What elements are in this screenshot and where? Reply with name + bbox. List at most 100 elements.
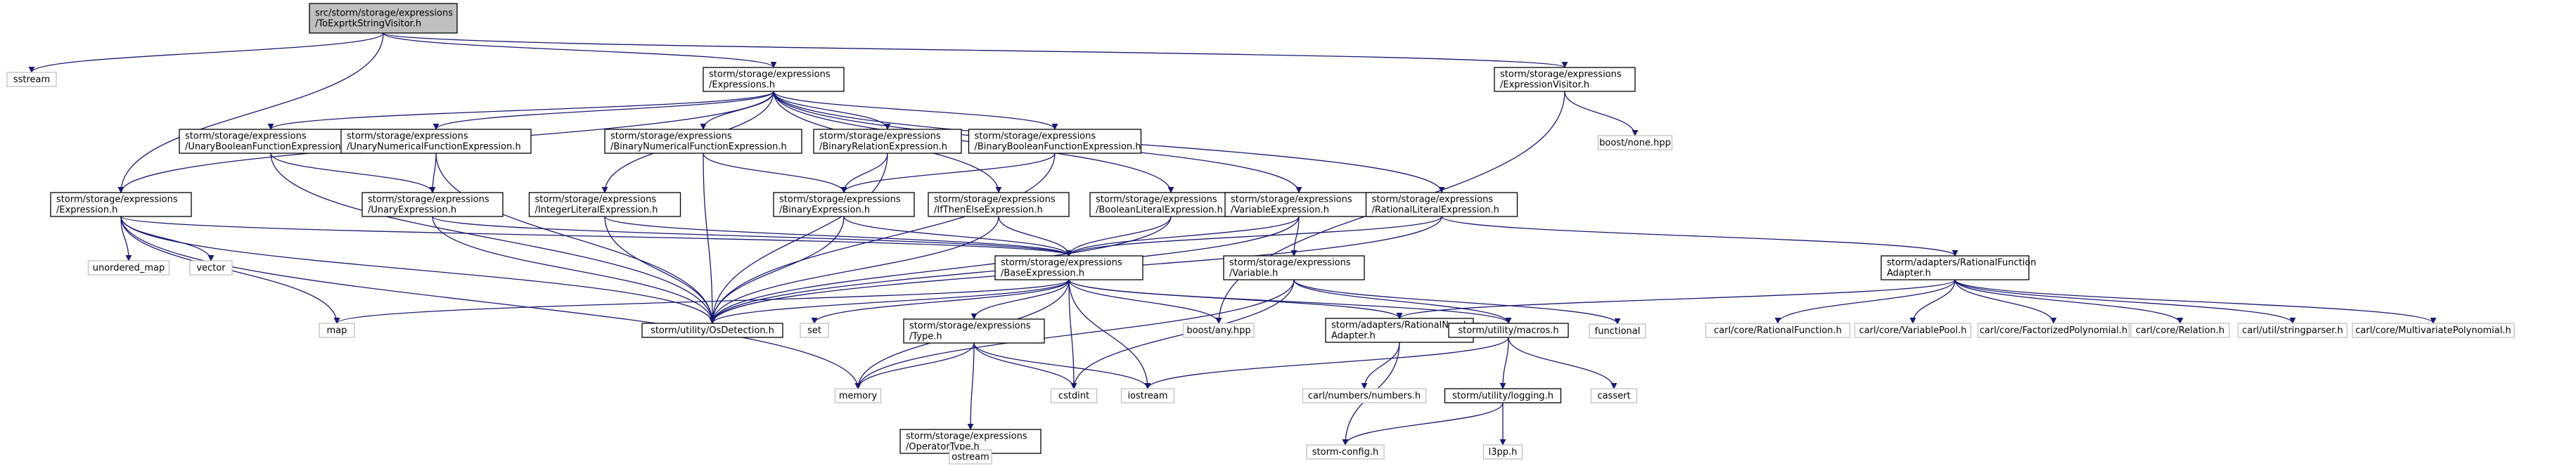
node-label: /ExpressionVisitor.h <box>1500 80 1589 91</box>
node-label: storm/adapters/RationalFunction <box>1887 258 2037 268</box>
node-label: memory <box>839 391 878 401</box>
node-label: set <box>807 325 821 336</box>
node-type[interactable]: storm/storage/expressions/Type.h <box>903 318 1045 344</box>
node-expressions[interactable]: storm/storage/expressions/Expressions.h <box>703 67 845 92</box>
node-box <box>800 323 829 338</box>
node-label: l3pp.h <box>1489 447 1518 458</box>
node-map: map <box>319 323 355 338</box>
node-l3pp: l3pp.h <box>1482 444 1523 460</box>
edge-unarynum-to-osdetection <box>435 153 716 324</box>
node-label: storm/storage/expressions <box>934 195 1056 205</box>
node-label: storm/storage/expressions <box>975 131 1096 142</box>
node-box <box>1223 255 1365 280</box>
edge-baseexpr-to-iostream <box>1068 279 1151 389</box>
nodes-layer: src/storm/storage/expressions/ToExprtkSt… <box>6 3 2515 465</box>
node-unarybool[interactable]: storm/storage/expressions/UnaryBooleanFu… <box>179 129 363 154</box>
edge-type-to-memory <box>854 342 975 389</box>
node-root[interactable]: src/storm/storage/expressions/ToExprtkSt… <box>309 3 458 34</box>
edge-ratlit-to-ratfuncadapter <box>1441 216 1959 257</box>
node-box <box>1050 388 1098 403</box>
node-box <box>87 260 170 276</box>
node-box <box>1302 388 1427 403</box>
node-box <box>1589 323 1646 339</box>
node-carlvarpool: carl/core/VariablePool.h <box>1854 323 1972 338</box>
edge-macros-to-cassert <box>1508 337 1617 389</box>
node-variable[interactable]: storm/storage/expressions/Variable.h <box>1223 255 1365 280</box>
node-label: /Expression.h <box>56 205 117 216</box>
edge-ratfuncadapter-to-ratnumadapter <box>1396 279 1956 319</box>
edge-expression-to-osdetection <box>120 216 716 324</box>
node-box <box>1854 323 1972 338</box>
node-label: storm/storage/expressions <box>185 131 307 142</box>
edge-binbool-to-binexpr <box>840 153 1056 193</box>
node-label: carl/util/stringparser.h <box>2242 325 2343 336</box>
node-box <box>1590 388 1638 403</box>
edge-expressions-to-unarynum <box>432 91 774 130</box>
node-box <box>994 255 1143 280</box>
node-osdetection[interactable]: storm/utility/OsDetection.h <box>641 323 783 338</box>
node-exprvisitor[interactable]: storm/storage/expressions/ExpressionVisi… <box>1494 67 1636 92</box>
node-label: storm/storage/expressions <box>1096 195 1217 205</box>
edge-baseexpr-to-set <box>811 279 1070 324</box>
node-carlfactpoly: carl/core/FactorizedPolynomial.h <box>1977 323 2130 338</box>
node-box <box>361 192 504 217</box>
node-box <box>1597 135 1673 150</box>
node-stormconfig: storm-config.h <box>1306 444 1385 460</box>
edge-macros-to-logging <box>1499 337 1509 389</box>
node-functional: functional <box>1589 323 1646 339</box>
edge-root-to-expressions <box>383 32 777 68</box>
node-ratlit[interactable]: storm/storage/expressions/RationalLitera… <box>1365 192 1518 217</box>
node-varexpr[interactable]: storm/storage/expressions/VariableExpres… <box>1224 192 1373 217</box>
edge-unaryexpr-to-osdetection <box>432 216 716 324</box>
node-sstream: sstream <box>6 72 57 87</box>
node-label: storm/storage/expressions <box>347 131 468 142</box>
node-label: storm/storage/expressions <box>906 432 1027 442</box>
node-unaryexpr[interactable]: storm/storage/expressions/UnaryExpressio… <box>361 192 504 217</box>
edge-varexpr-to-baseexpr <box>1065 216 1300 257</box>
node-ite[interactable]: storm/storage/expressions/IfThenElseExpr… <box>928 192 1070 217</box>
node-label: /Type.h <box>909 332 942 342</box>
edge-root-to-exprvisitor <box>383 32 1568 68</box>
edge-ratfuncadapter-to-carlvarpool <box>1909 279 1956 324</box>
node-box <box>834 388 882 403</box>
node-label: storm/utility/macros.h <box>1458 325 1558 336</box>
edge-baseexpr-to-boostany <box>1068 279 1222 324</box>
node-label: storm/utility/logging.h <box>1452 391 1553 401</box>
node-label: storm/storage/expressions <box>535 195 657 205</box>
node-label: storm/storage/expressions <box>1372 195 1494 205</box>
node-box <box>340 129 532 154</box>
node-label: map <box>327 325 347 336</box>
node-expression[interactable]: storm/storage/expressions/Expression.h <box>50 192 192 217</box>
node-binexpr[interactable]: storm/storage/expressions/BinaryExpressi… <box>773 192 915 217</box>
node-iostream: iostream <box>1120 388 1175 403</box>
edge-variable-to-macros <box>1293 279 1512 324</box>
node-label: /BinaryExpression.h <box>779 205 870 216</box>
node-logging[interactable]: storm/utility/logging.h <box>1444 388 1562 403</box>
node-box <box>604 129 802 154</box>
edges-layer <box>28 32 2437 456</box>
node-binrel[interactable]: storm/storage/expressions/BinaryRelation… <box>813 129 962 154</box>
node-label: storm/storage/expressions <box>368 195 489 205</box>
node-label: /BinaryRelationExpression.h <box>819 142 947 153</box>
node-box <box>2130 323 2230 338</box>
edge-baseexpr-to-osdetection <box>709 279 1070 324</box>
node-binbool[interactable]: storm/storage/expressions/BinaryBooleanF… <box>968 129 1142 154</box>
node-binnum[interactable]: storm/storage/expressions/BinaryNumerica… <box>604 129 802 154</box>
node-box <box>813 129 962 154</box>
node-unarynum[interactable]: storm/storage/expressions/UnaryNumerical… <box>340 129 532 154</box>
node-label: ostream <box>951 452 989 462</box>
node-macros[interactable]: storm/utility/macros.h <box>1448 323 1569 338</box>
edge-root-to-sstream <box>28 32 384 73</box>
node-label: carl/core/FactorizedPolynomial.h <box>1980 325 2128 336</box>
node-intlit[interactable]: storm/storage/expressions/IntegerLiteral… <box>528 192 681 217</box>
node-label: /Expressions.h <box>709 80 775 91</box>
node-baseexpr[interactable]: storm/storage/expressions/BaseExpression… <box>994 255 1143 280</box>
edge-baseexpr-to-ratnumadapter <box>1068 279 1403 319</box>
node-boostnone: boost/none.hpp <box>1597 135 1673 150</box>
edge-ratfuncadapter-to-carlstrparser <box>1954 279 2296 324</box>
node-label: /UnaryBooleanFunctionExpression.h <box>185 142 350 153</box>
edge-baseexpr-to-cstdint <box>1068 279 1077 389</box>
node-boostany: boost/any.hpp <box>1183 323 1255 338</box>
